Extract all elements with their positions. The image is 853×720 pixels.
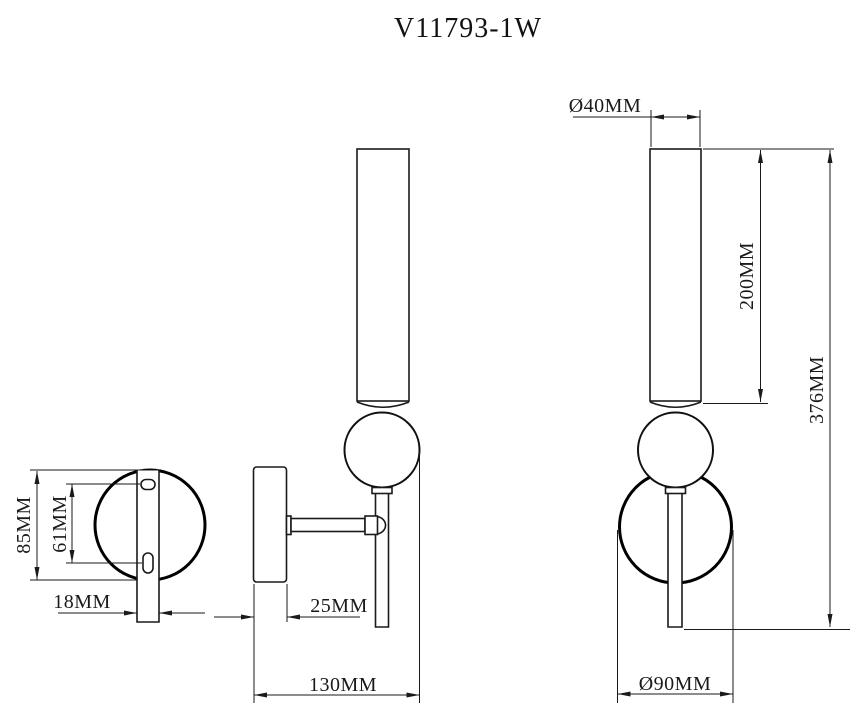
side-elevation-view: 25MM 130MM (214, 148, 421, 703)
front-plate-dimension-lines (30, 469, 205, 614)
drawing-title: V11793-1W (394, 13, 542, 44)
rod-collar-side (371, 486, 393, 495)
wall-extension-label: 130MM (309, 674, 377, 696)
screw-slot-top (140, 478, 156, 491)
plate-diameter-label: Ø90MM (639, 673, 712, 695)
hole-spacing-label: 61MM (49, 495, 71, 553)
rod-collar-front (664, 486, 687, 495)
sphere-front (637, 411, 714, 489)
tube-front (649, 148, 702, 402)
wall-plate-front-view: 85MM 61MM 18MM (13, 468, 207, 623)
wall-plate-side (252, 466, 288, 583)
tube-side (356, 148, 410, 402)
plate-height-label: 85MM (13, 496, 35, 554)
total-height-label: 376MM (806, 356, 828, 424)
down-rod-front (667, 493, 683, 628)
down-stem-front (136, 470, 160, 623)
down-rod-side (374, 493, 390, 628)
plate-depth-label: 25MM (310, 595, 368, 617)
tube-length-label: 200MM (736, 242, 758, 310)
side-view-dimension-lines (214, 452, 420, 703)
tube-bottom-meniscus-side (356, 401, 410, 409)
stem-width-label: 18MM (53, 591, 111, 613)
screw-slot-bottom (142, 552, 154, 574)
front-view-dimension-lines (573, 110, 850, 703)
sphere-side (343, 411, 421, 489)
arm-clamp-block (364, 515, 379, 536)
front-elevation-view: Ø40MM 200MM 376MM Ø90MM (569, 95, 850, 703)
arm-clamp-cap (377, 515, 387, 535)
tube-bottom-meniscus-front (649, 401, 702, 409)
tube-diameter-label: Ø40MM (569, 95, 642, 117)
support-arm (290, 517, 366, 533)
